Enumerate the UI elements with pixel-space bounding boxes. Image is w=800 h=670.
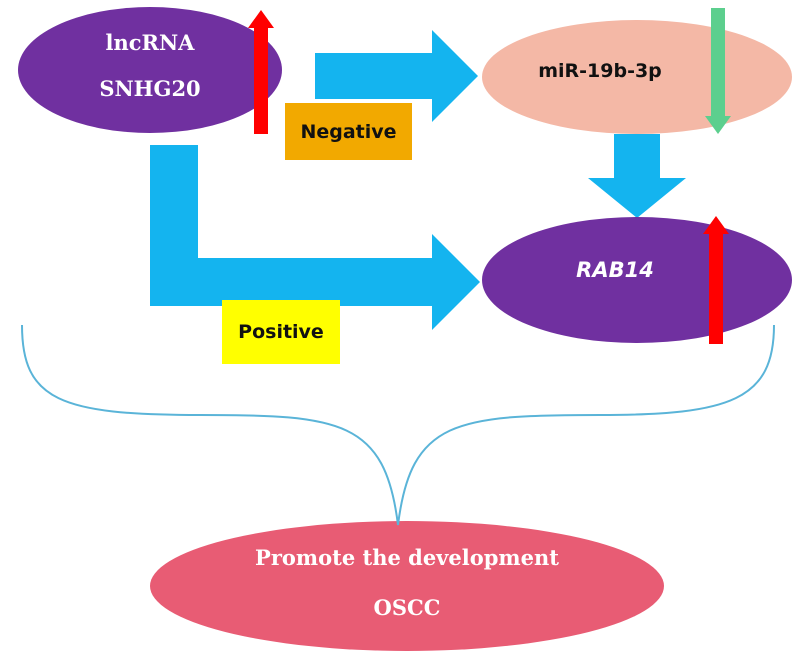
arrow-lncrna-to-mirna <box>315 30 478 122</box>
downregulation-arrow-icon <box>705 8 731 134</box>
rab14-label: RAB14 <box>576 258 654 282</box>
arrow-lncrna-to-rab14 <box>150 145 480 330</box>
upregulation-arrow-icon <box>248 10 274 134</box>
grouping-brace <box>21 324 775 526</box>
mirna-label: miR-19b-3p <box>538 60 662 82</box>
positive-label: Positive <box>222 300 340 364</box>
oscc-line1-label: Promote the development <box>255 545 559 570</box>
negative-label: Negative <box>285 103 412 160</box>
lncrna-label: lncRNA <box>105 30 195 55</box>
oscc-node <box>150 521 664 651</box>
arrow-mirna-to-rab14 <box>588 134 686 218</box>
lncrna-snhg20-node <box>18 7 282 133</box>
upregulation-arrow-icon <box>703 216 729 344</box>
snhg20-label: SNHG20 <box>99 76 201 101</box>
oscc-line2-label: OSCC <box>373 595 441 620</box>
